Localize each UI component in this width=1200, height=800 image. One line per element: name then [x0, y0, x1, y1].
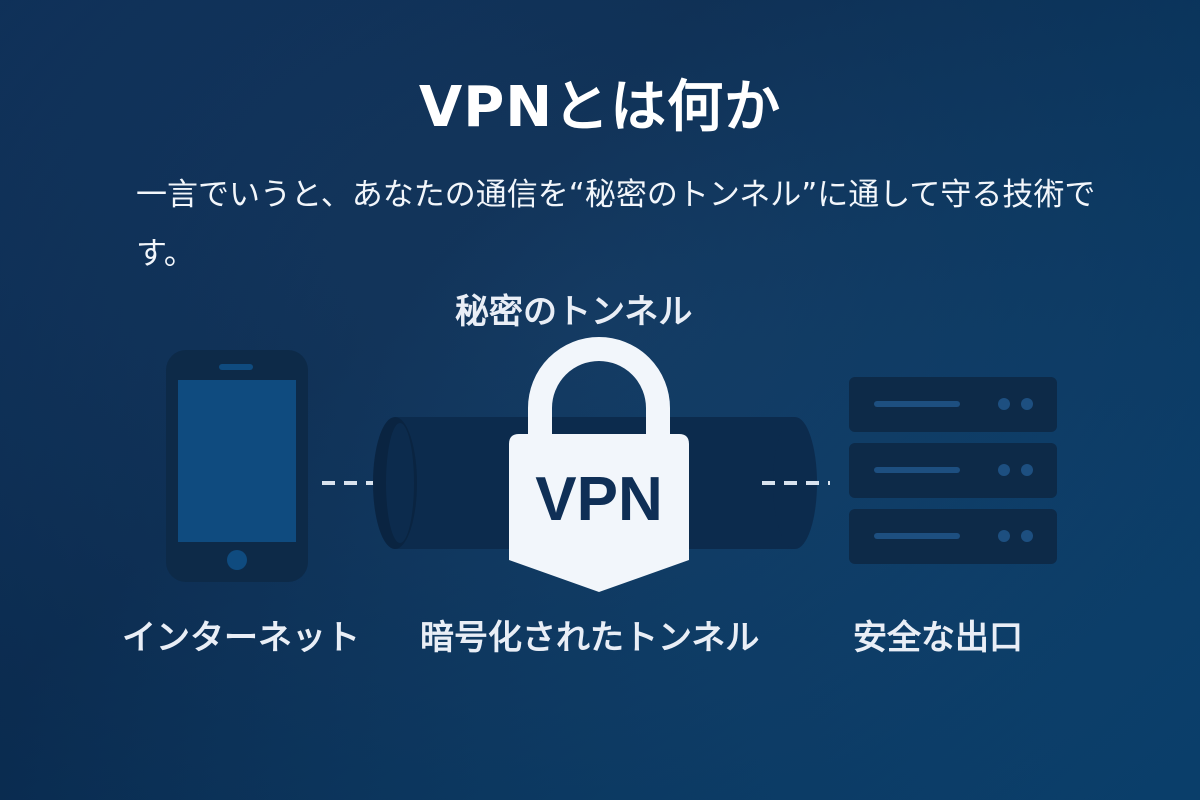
caption-encrypted-tunnel: 暗号化されたトンネル — [420, 618, 760, 658]
page-title: VPNとは何か — [418, 75, 782, 140]
description-text: 一言でいうと、あなたの通信を“秘密のトンネル”に通して守る技術です。 — [136, 177, 1096, 272]
server-rack-icon — [849, 377, 1057, 564]
smartphone-icon — [166, 350, 308, 582]
padlock-icon — [509, 337, 689, 592]
caption-safe-exit: 安全な出口 — [853, 618, 1023, 658]
server-unit — [849, 509, 1057, 564]
server-unit — [849, 377, 1057, 432]
tunnel-heading: 秘密のトンネル — [455, 292, 693, 332]
caption-internet: インターネット — [122, 618, 360, 658]
server-unit — [849, 443, 1057, 498]
lock-label: VPN — [535, 465, 662, 534]
